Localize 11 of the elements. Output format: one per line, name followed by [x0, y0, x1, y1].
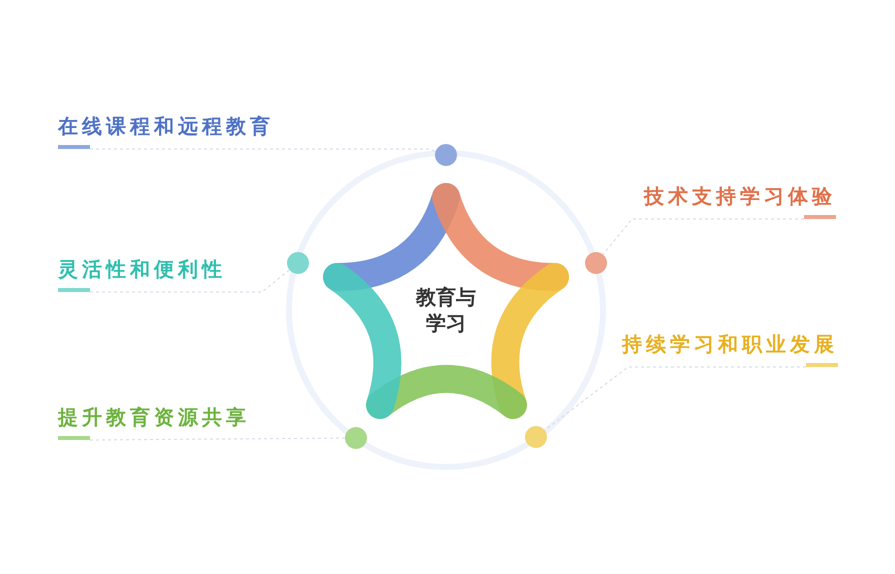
topic-label: 提升教育资源共享 [58, 404, 250, 430]
topic-label: 持续学习和职业发展 [622, 331, 838, 357]
topic-label: 灵活性和便利性 [58, 256, 226, 282]
leader-line [90, 269, 290, 292]
leader-line [90, 438, 346, 440]
leader-line [90, 148, 436, 152]
topic-label: 在线课程和远程教育 [58, 113, 274, 139]
center-title: 教育与学习 [414, 284, 477, 336]
leader-line [544, 366, 806, 431]
topic-label: 技术支持学习体验 [644, 183, 836, 209]
leader-line [602, 218, 804, 255]
